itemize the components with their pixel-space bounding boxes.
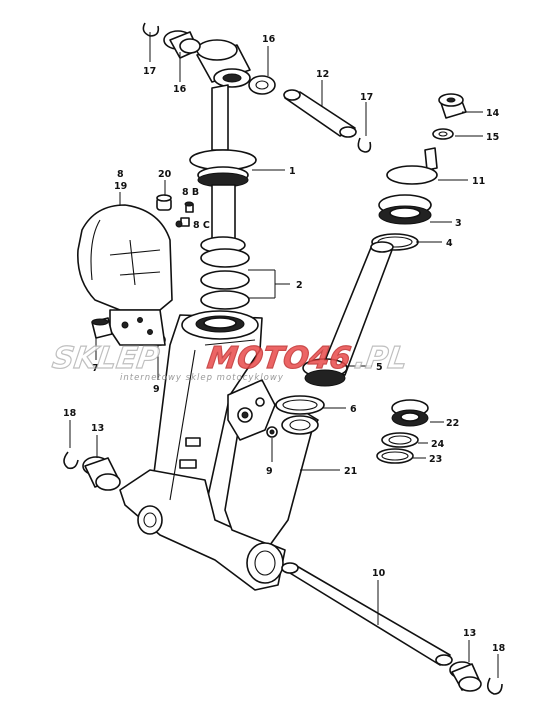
cover-part — [77, 204, 173, 346]
callout-9-right: 9 — [266, 466, 273, 477]
washer-part-24 — [381, 432, 419, 448]
callout-19: 19 — [114, 181, 127, 192]
callout-6: 6 — [350, 404, 357, 415]
ring-part-6 — [275, 395, 325, 415]
callout-10: 10 — [372, 568, 386, 579]
callout-16-right: 16 — [262, 34, 276, 45]
bolt-8b — [184, 201, 194, 213]
callout-1: 1 — [289, 166, 296, 177]
callout-15: 15 — [486, 132, 499, 143]
callout-16-top: 16 — [173, 84, 187, 95]
callout-12: 12 — [316, 69, 329, 80]
o-ring-set — [200, 248, 250, 310]
callout-13-right: 13 — [463, 628, 476, 639]
watermark: SKLEP MOTO46 .PL internetowy sklep motoc… — [50, 341, 411, 383]
callout-22: 22 — [446, 418, 459, 429]
callout-13-left: 13 — [91, 423, 104, 434]
callout-8: 8 — [117, 169, 124, 180]
washer-part-15 — [432, 128, 454, 140]
seal-part-22 — [391, 399, 429, 427]
callout-2: 2 — [296, 280, 303, 291]
callout-labels: 17 16 16 12 17 14 15 1 11 8 19 20 8 B 8 … — [63, 34, 506, 654]
watermark-brand-right: MOTO46 — [205, 341, 353, 376]
part-20-plug — [156, 194, 172, 211]
circlip-part-18-right — [486, 677, 503, 695]
callout-8c: 8 C — [193, 220, 210, 231]
bushing-part-13-left — [82, 456, 121, 491]
swivel-bracket-housing — [119, 310, 319, 591]
callout-7: 7 — [92, 363, 99, 374]
cylinder-tube-part-5 — [302, 241, 394, 387]
trim-rod-assembly — [189, 39, 257, 254]
bushing-part-16 — [163, 30, 201, 59]
watermark-brand-suffix: .PL — [352, 341, 409, 376]
leader-lines — [69, 32, 499, 678]
bushing-part-16b — [248, 75, 276, 95]
circlip-part-17 — [142, 22, 372, 153]
callout-18-left: 18 — [63, 408, 77, 419]
callout-17-top: 17 — [143, 66, 156, 77]
seal-part-3 — [378, 194, 432, 225]
callout-14: 14 — [486, 108, 500, 119]
callout-5: 5 — [376, 362, 383, 373]
shaft-part-10 — [281, 562, 453, 666]
watermark-tagline: internetowy sklep motocyklowy — [120, 373, 284, 383]
circlip-part-23 — [376, 448, 414, 464]
callout-4: 4 — [446, 238, 453, 249]
watermark-brand-left: SKLEP — [50, 341, 161, 376]
circlip-part-18-left — [63, 451, 79, 470]
callout-18-right: 18 — [492, 643, 506, 654]
callout-23: 23 — [429, 454, 442, 465]
callout-8b: 8 B — [182, 187, 199, 198]
bolt-8c — [175, 217, 190, 228]
callout-17-right: 17 — [360, 92, 373, 103]
callout-20: 20 — [158, 169, 172, 180]
callout-3: 3 — [455, 218, 462, 229]
pin-part-12 — [283, 89, 357, 138]
bushing-part-13-right — [449, 661, 482, 692]
cap-part-11 — [386, 147, 438, 185]
callout-9-left: 9 — [153, 384, 160, 395]
bolt-part-7 — [91, 317, 113, 339]
callout-21: 21 — [344, 466, 357, 477]
callout-24: 24 — [431, 439, 445, 450]
callout-11: 11 — [472, 176, 485, 187]
nut-part-14 — [438, 93, 467, 119]
